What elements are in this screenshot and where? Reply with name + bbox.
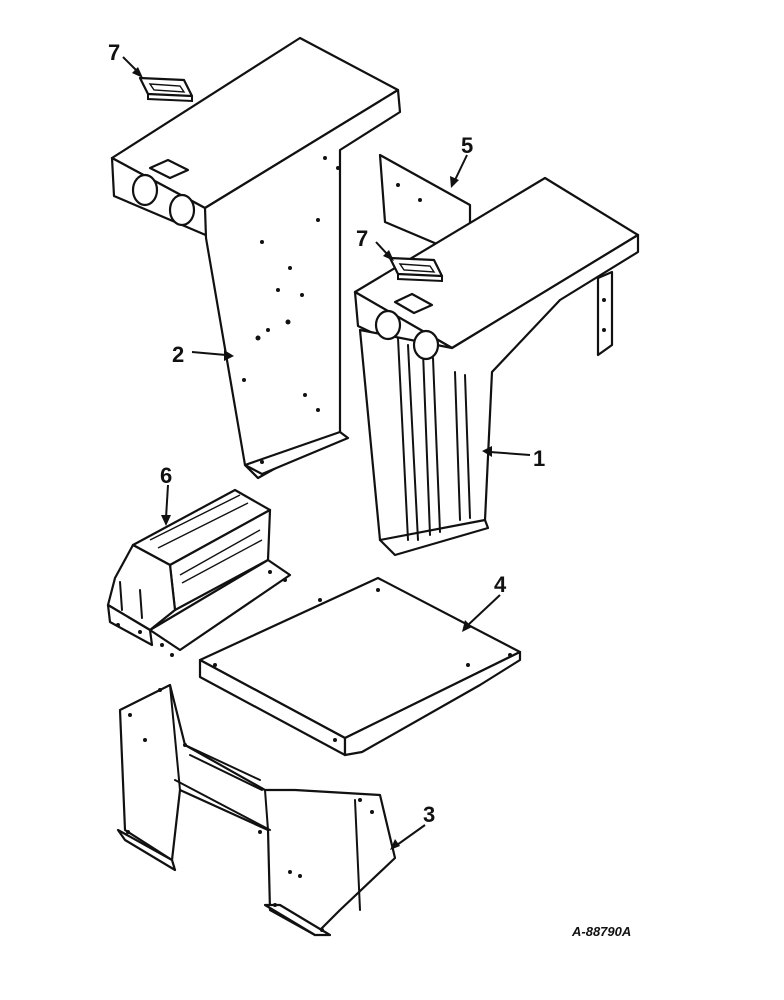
reference-code: A-88790A [571, 924, 631, 939]
part-4-floor-plate [198, 576, 522, 757]
callout-label-7-top: 7 [108, 40, 120, 65]
callout-leaders [122, 56, 531, 850]
part-1-right-support [353, 176, 640, 557]
callout-label-7-middle: 7 [356, 226, 368, 251]
callout-label-3: 3 [423, 802, 435, 827]
part-5-rear-bracket [378, 153, 614, 357]
part-7-grommet-middle [388, 256, 444, 283]
part-2-left-support [110, 36, 402, 480]
callout-label-2: 2 [172, 342, 184, 367]
callout-label-4: 4 [494, 572, 507, 597]
callout-label-5: 5 [461, 133, 473, 158]
callout-label-6: 6 [160, 463, 172, 488]
callout-label-1: 1 [533, 446, 545, 471]
part-7-grommet-top [138, 76, 194, 103]
part-3-lower-frame [116, 683, 397, 937]
part-6-seat-bracket [106, 488, 292, 657]
callout-labels: 7 2 1 4 5 6 7 3 [108, 40, 545, 827]
